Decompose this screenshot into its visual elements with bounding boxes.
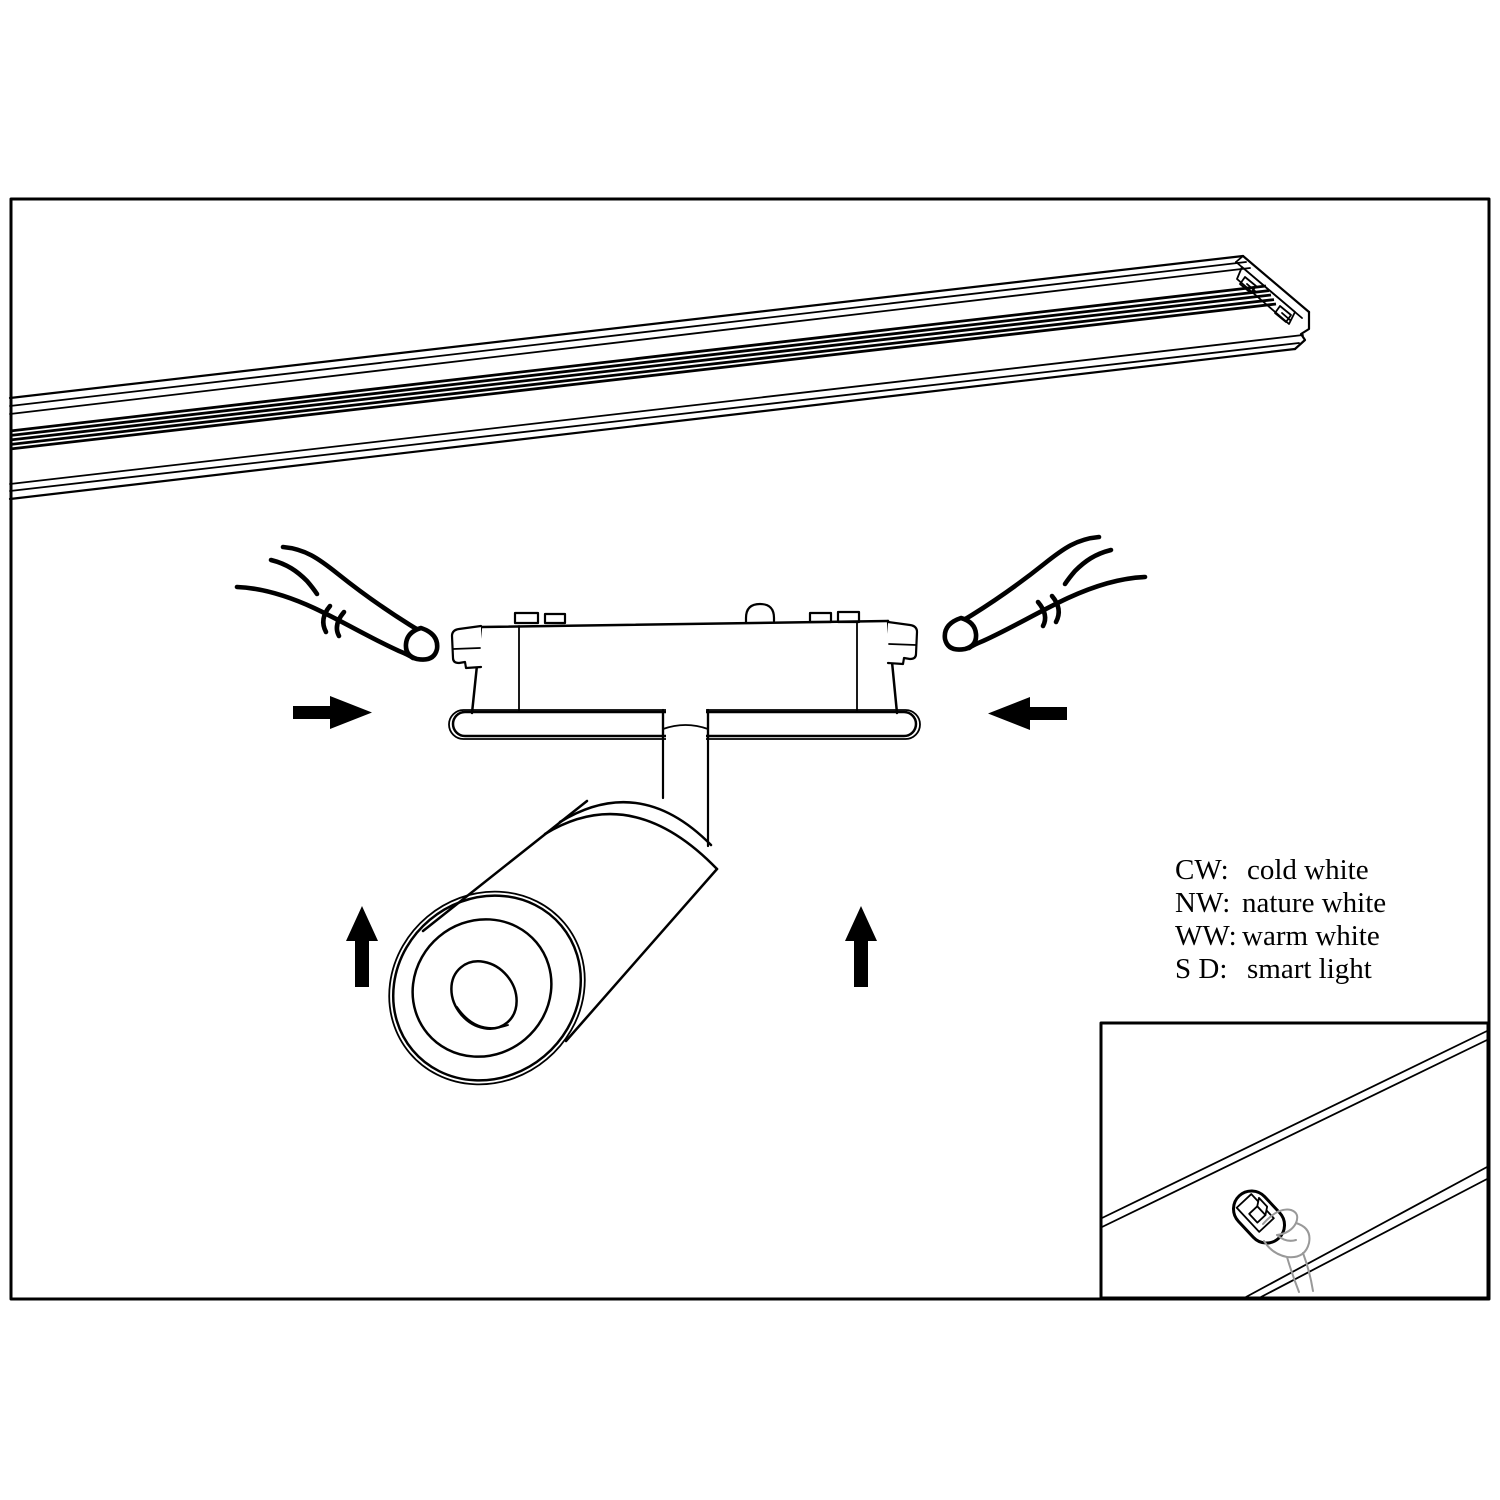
release-clip-left[interactable] xyxy=(450,624,483,670)
inset-hand xyxy=(1262,1208,1314,1293)
release-clip-right[interactable] xyxy=(886,620,919,666)
hand-left xyxy=(234,544,440,662)
track-rail xyxy=(8,254,1311,501)
contact-tab xyxy=(543,612,567,625)
push-arrow-left-icon xyxy=(988,697,1067,730)
adapter-base xyxy=(448,708,921,740)
up-arrow-right-icon xyxy=(845,906,877,987)
lens-opening xyxy=(450,960,518,1030)
fingernail xyxy=(403,625,440,662)
legend-line-ww: WW:warm white xyxy=(1175,920,1380,952)
up-arrow-left-icon xyxy=(346,906,378,987)
track-adapter xyxy=(448,602,921,740)
inset-track-edges xyxy=(1101,1030,1488,1298)
contact-tab xyxy=(513,611,540,625)
inset-detail-box xyxy=(1099,1021,1490,1300)
legend-line-sd: S D:smart light xyxy=(1175,953,1372,985)
switch-knob[interactable] xyxy=(1248,1205,1267,1224)
track-conductor-slot xyxy=(9,284,1277,451)
legend-line-nw: NW:nature white xyxy=(1175,887,1386,919)
legend-line-cw: CW:cold white xyxy=(1175,854,1369,886)
spotlight-head xyxy=(388,799,719,1086)
track-end-cap xyxy=(1235,254,1311,351)
push-arrow-right-icon xyxy=(293,696,372,729)
sensor-dome xyxy=(744,602,776,624)
lens-bezel-ring xyxy=(411,918,553,1058)
color-mode-legend: CW:cold white NW:nature white WW:warm wh… xyxy=(1175,854,1386,985)
track-light-fixture xyxy=(388,602,921,1086)
